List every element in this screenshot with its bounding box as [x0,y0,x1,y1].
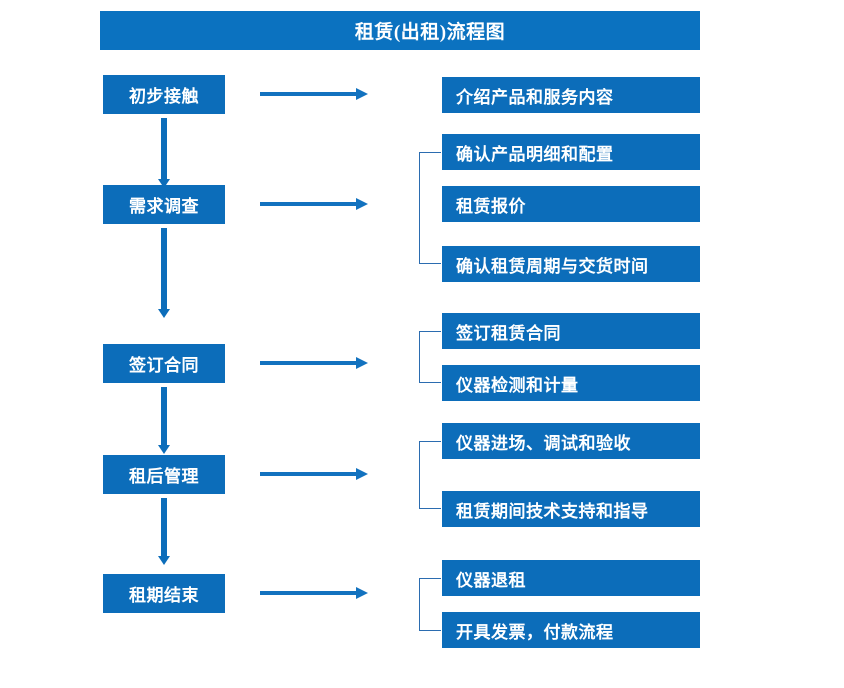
detail-label-3-2: 仪器检测和计量 [456,375,579,395]
arrow-shaft [260,92,358,96]
detail-label-5-1: 仪器退租 [456,570,526,590]
stage-box-5[interactable]: 租期结束 [103,574,225,613]
arrow-head [356,357,368,369]
stage-box-4[interactable]: 租后管理 [103,455,225,494]
arrow-shaft [161,228,167,309]
detail-label-2-2: 租赁报价 [456,196,526,216]
arrow-head [356,198,368,210]
detail-box-3-1[interactable]: 签订租赁合同 [442,313,700,349]
detail-label-4-1: 仪器进场、调试和验收 [456,433,631,453]
down-arrow-icon-3 [158,387,170,454]
detail-label-2-1: 确认产品明细和配置 [456,144,614,164]
arrow-head [158,179,170,188]
detail-box-5-1[interactable]: 仪器退租 [442,560,700,596]
detail-box-2-3[interactable]: 确认租赁周期与交货时间 [442,246,700,282]
detail-label-1-1: 介绍产品和服务内容 [456,87,614,107]
arrow-head [356,468,368,480]
down-arrow-icon-2 [158,228,170,318]
arrow-head [356,587,368,599]
chart-title-bar: 租赁(出租)流程图 [100,11,700,50]
page-title: 租赁(出租)流程图 [354,22,506,43]
detail-box-2-2[interactable]: 租赁报价 [442,186,700,222]
arrow-shaft [260,591,358,595]
right-arrow-icon-5 [260,587,368,599]
stage-label-4: 租后管理 [129,467,199,486]
detail-box-3-2[interactable]: 仪器检测和计量 [442,365,700,401]
arrow-shaft [260,472,358,476]
stage-box-3[interactable]: 签订合同 [103,344,225,383]
down-arrow-icon-1 [158,118,170,188]
detail-label-4-2: 租赁期间技术支持和指导 [456,501,649,521]
down-arrow-icon-4 [158,498,170,565]
right-arrow-icon-1 [260,88,368,100]
right-arrow-icon-2 [260,198,368,210]
stage-box-1[interactable]: 初步接触 [103,75,225,114]
arrow-head [356,88,368,100]
bracket-connector-icon-4 [419,441,441,509]
bracket-connector-icon-3 [419,331,441,383]
stage-label-5: 租期结束 [129,586,199,605]
arrow-shaft [161,387,167,445]
stage-label-2: 需求调查 [129,197,199,216]
bracket-connector-icon-2 [419,152,441,264]
detail-box-5-2[interactable]: 开具发票，付款流程 [442,612,700,648]
detail-box-4-1[interactable]: 仪器进场、调试和验收 [442,423,700,459]
detail-box-4-2[interactable]: 租赁期间技术支持和指导 [442,491,700,527]
right-arrow-icon-4 [260,468,368,480]
stage-label-1: 初步接触 [129,87,199,106]
bracket-connector-icon-5 [419,578,441,631]
detail-label-2-3: 确认租赁周期与交货时间 [456,256,649,276]
arrow-shaft [260,361,358,365]
arrow-head [158,309,170,318]
detail-box-1-1[interactable]: 介绍产品和服务内容 [442,77,700,113]
arrow-head [158,556,170,565]
arrow-shaft [161,118,167,179]
right-arrow-icon-3 [260,357,368,369]
detail-label-5-2: 开具发票，付款流程 [456,622,614,642]
arrow-shaft [260,202,358,206]
arrow-head [158,445,170,454]
stage-label-3: 签订合同 [129,356,199,375]
stage-box-2[interactable]: 需求调查 [103,185,225,224]
arrow-shaft [161,498,167,556]
detail-box-2-1[interactable]: 确认产品明细和配置 [442,134,700,170]
detail-label-3-1: 签订租赁合同 [456,323,561,343]
